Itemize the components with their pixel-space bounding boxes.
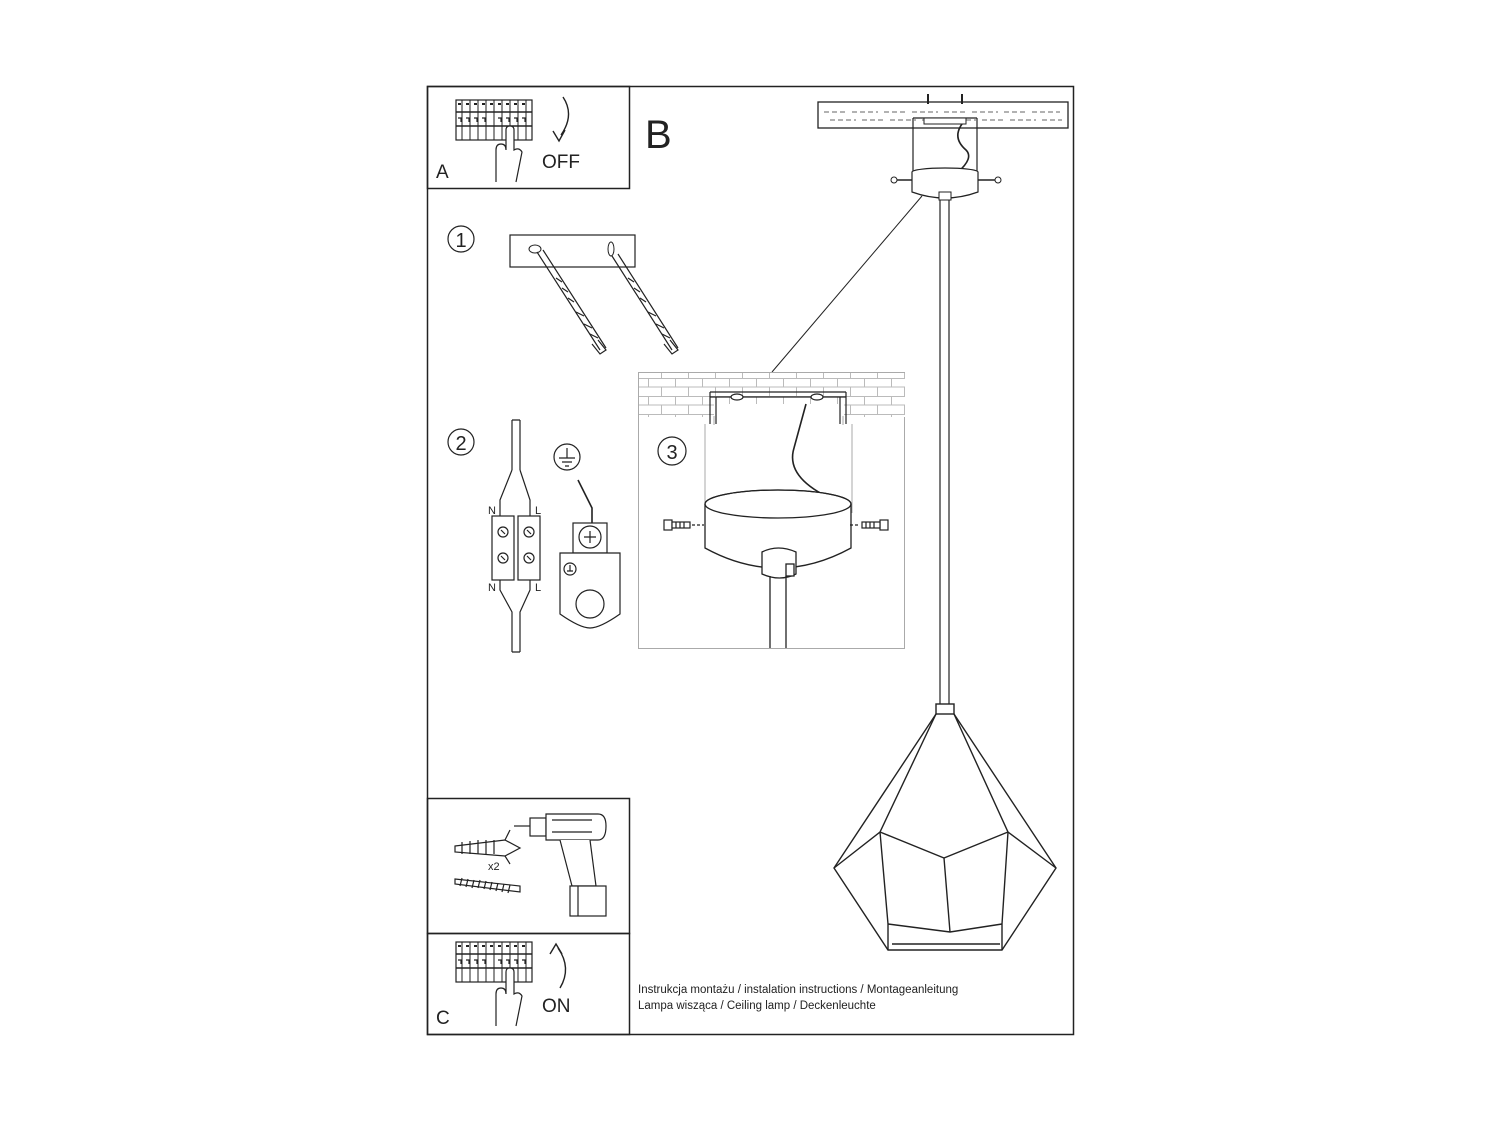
wall-plug-icon [454, 829, 522, 865]
ceiling-beam [817, 94, 1069, 129]
ground-symbol-icon [553, 443, 581, 471]
mounting-bracket [709, 391, 847, 424]
power-on-label: ON [542, 996, 571, 1017]
step-2-wiring: 2 N L N L [447, 419, 621, 653]
detail-leader-line [771, 195, 923, 373]
curved-arrow-up-icon [549, 942, 567, 989]
ground-terminal-icon [559, 522, 621, 629]
terminal-bottom-live-label: L [535, 582, 541, 594]
curved-arrow-down-icon [552, 96, 570, 143]
step-1-drill-mount: 1 [447, 225, 679, 355]
screw-icon [454, 877, 521, 894]
drill-icon [514, 813, 607, 917]
side-screw-left-icon [663, 519, 704, 531]
panel-b-letter: B [645, 113, 672, 157]
terminal-bottom-neutral-label: N [488, 582, 496, 594]
screw-anchor-right-icon [611, 253, 679, 355]
anchor-quantity-label: x2 [488, 861, 500, 873]
canopy-cup [704, 489, 852, 648]
side-screw-right-icon [850, 519, 889, 531]
step-3-number: 3 [666, 442, 677, 464]
caption-instructions: Instrukcja montażu / instalation instruc… [638, 984, 959, 996]
panel-a-power-off: A OFF [426, 85, 631, 190]
page-frame [426, 85, 1075, 1036]
suspension-cord [939, 200, 950, 704]
step-2-number: 2 [455, 433, 466, 455]
step-3-canopy-detail: 3 [638, 372, 905, 649]
terminal-top-live-label: L [535, 505, 541, 517]
panel-c-letter: C [436, 1008, 450, 1029]
caption-product: Lampa wisząca / Ceiling lamp / Deckenleu… [638, 1000, 876, 1012]
tools-panel: x2 [426, 797, 631, 935]
hand-icon [495, 967, 523, 1027]
power-off-label: OFF [542, 152, 580, 173]
step-1-number: 1 [455, 230, 466, 252]
terminal-top-neutral-label: N [488, 505, 496, 517]
hand-icon [495, 125, 523, 183]
breaker-box-icon [455, 99, 533, 141]
panel-c-power-on: C ON [426, 932, 631, 1036]
panel-a-letter: A [436, 162, 449, 183]
breaker-box-icon [455, 941, 533, 983]
pendant-lamp-shade [833, 703, 1057, 951]
ceiling-canopy [890, 117, 1002, 201]
terminal-block [491, 419, 541, 653]
ground-wire [577, 479, 593, 528]
screw-anchor-left-icon [536, 249, 607, 355]
